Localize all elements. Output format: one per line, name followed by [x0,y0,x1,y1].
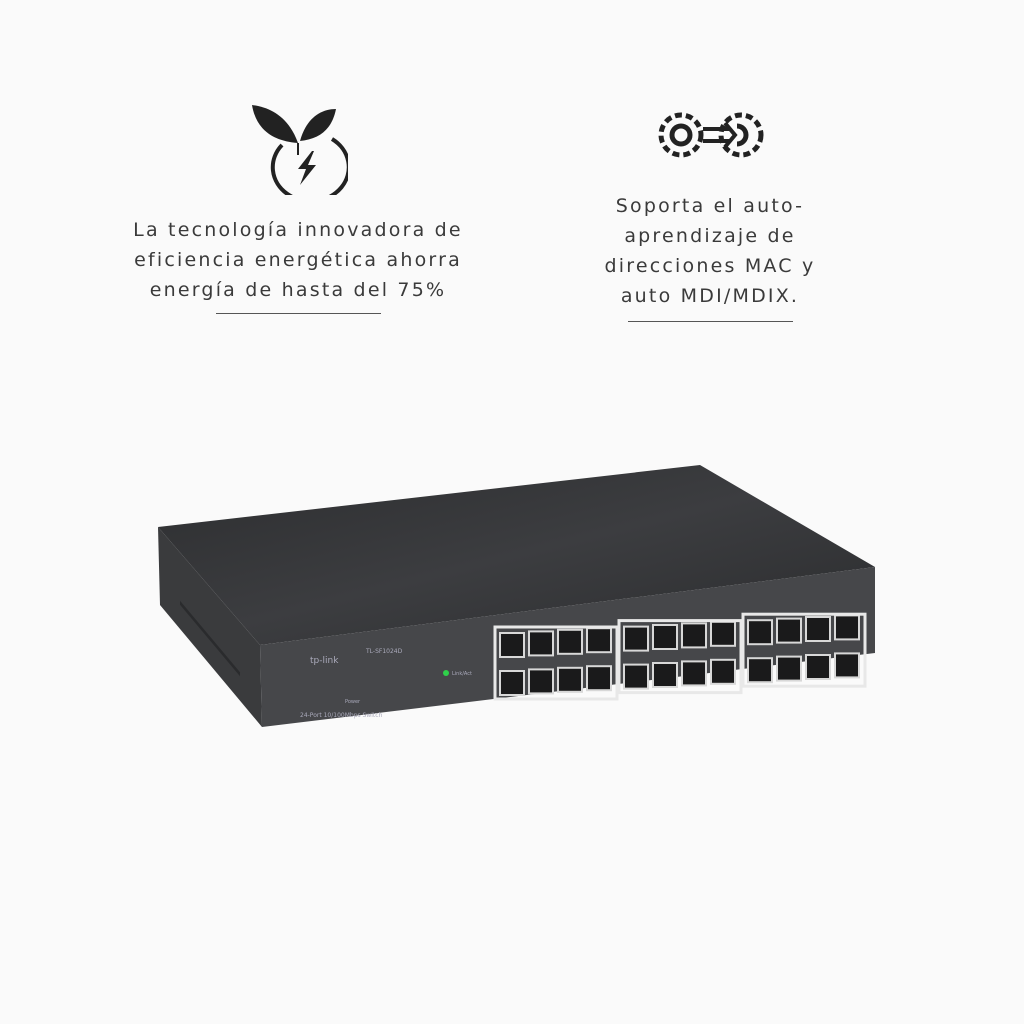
ethernet-port [557,666,583,693]
description-label: 24-Port 10/100Mbps Switch [300,712,383,719]
ethernet-port [557,628,583,655]
ethernet-port [747,619,773,646]
feature-energy-efficiency: La tecnología innovadora de eficiencia e… [120,95,476,314]
port-bank-frame [493,625,619,701]
ethernet-port [528,630,554,657]
divider [215,313,381,314]
ethernet-port [528,668,554,695]
brand-logo: tp-link [310,656,339,666]
ethernet-port [710,658,736,685]
ethernet-port [652,662,678,688]
model-label: TL-SF1024D [365,648,403,655]
ethernet-port [776,655,802,682]
ethernet-port [776,617,802,644]
ethernet-port [586,627,612,654]
ethernet-port [623,625,649,652]
ethernet-port [805,654,831,680]
ethernet-port [747,657,773,684]
ethernet-port [499,670,525,696]
ethernet-port [681,622,707,649]
feature-text: Soporta el auto-aprendizaje de direccion… [604,195,816,307]
ethernet-port [652,624,678,650]
ethernet-port [623,663,649,690]
ethernet-port [834,652,860,679]
feature-mac-learning: Soporta el auto-aprendizaje de direccion… [560,95,860,322]
ethernet-port [499,632,525,658]
network-switch-image: tp-link TL-SF1024D 24-Port 10/100Mbps Sw… [150,455,880,745]
ethernet-port [834,614,860,641]
power-label: Power [345,699,361,705]
ethernet-port [681,660,707,687]
ethernet-ports [493,612,867,701]
leaf-energy-icon [248,95,351,204]
ethernet-port [805,616,831,642]
port-bank-frame [617,619,743,695]
divider [627,321,793,322]
ethernet-port [710,620,736,647]
feature-text: La tecnología innovadora de eficiencia e… [133,219,463,301]
port-bank-frame [741,612,867,688]
led-label: Link/Act [452,671,472,677]
status-led [443,670,449,676]
gears-arrow-icon [645,95,775,175]
ethernet-port [586,665,612,692]
